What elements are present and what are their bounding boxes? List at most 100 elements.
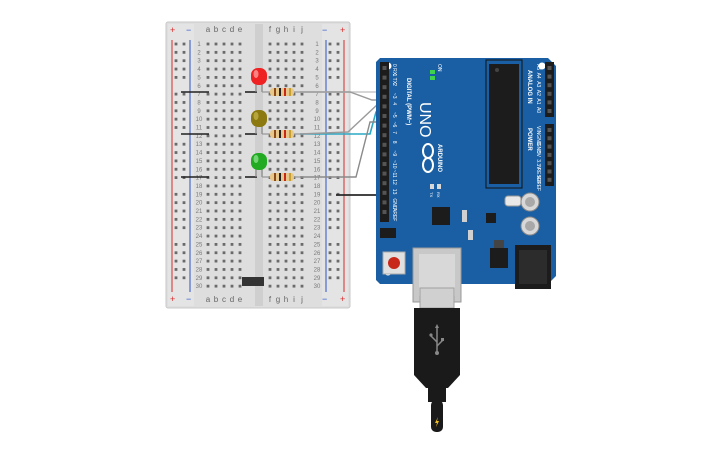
breadboard-hole [214,142,218,146]
breadboard-row-number: 14 [196,151,203,157]
breadboard-row-number: 2 [197,50,201,56]
breadboard-hole [182,67,186,71]
breadboard-hole [222,243,226,246]
breadboard-hole [206,142,210,146]
breadboard-hole [276,259,280,263]
pin-label: 1 TX [391,74,397,85]
breadboard-hole [230,67,234,71]
breadboard-row-number: 30 [314,284,321,290]
breadboard-hole [238,209,242,213]
breadboard-hole [328,243,332,246]
breadboard-hole [230,92,234,96]
breadboard-hole [238,167,242,171]
breadboard-hole [268,226,272,230]
breadboard-row-number: 9 [315,109,319,115]
power-label: POWER [526,128,532,151]
breadboard-hole [276,59,280,63]
breadboard-holes [174,42,340,288]
header-pin[interactable] [382,94,387,99]
breadboard-hole [336,142,340,146]
header-pin[interactable] [382,171,387,176]
breadboard-hole [206,217,210,221]
breadboard-hole [214,201,218,205]
header-pin[interactable] [547,144,552,149]
header-pin[interactable] [382,190,387,195]
arduino-infinity-logo [422,143,434,173]
header-pin[interactable] [547,83,552,88]
breadboard-hole [238,67,242,71]
breadboard-hole [328,268,332,271]
pin-label: 4 [391,102,397,105]
header-pin[interactable] [382,152,387,157]
header-pin[interactable] [382,123,387,128]
pin-label: 8 [391,141,397,144]
breadboard-hole [206,42,210,46]
breadboard-row-number: 20 [314,201,321,207]
breadboard-hole [230,117,234,121]
breadboard-hole [328,109,332,113]
breadboard-row-number: 28 [196,267,203,273]
rx-label: RX [436,192,441,198]
breadboard-hole [222,259,226,263]
header-pin[interactable] [382,162,387,166]
smd-part [462,210,467,222]
breadboard-hole [284,209,288,213]
breadboard-hole [238,284,242,288]
analog-header [545,62,554,117]
header-pin[interactable] [547,177,552,182]
breadboard-hole [284,192,288,196]
header-pin[interactable] [382,104,387,109]
breadboard-hole [206,76,210,79]
pin-label: GND [535,143,541,155]
header-pin[interactable] [382,66,387,70]
header-pin[interactable] [382,75,387,80]
atmega-chip [489,64,519,184]
breadboard-row-number: 25 [314,242,321,248]
breadboard-hole [222,251,226,255]
breadboard-hole [300,217,304,221]
header-pin[interactable] [547,128,552,132]
breadboard-row-number: 27 [314,259,321,265]
breadboard-hole [328,251,332,255]
breadboard-hole [214,167,218,171]
breadboard-hole [268,268,272,271]
breadboard-hole [300,42,304,46]
header-pin[interactable] [547,109,552,113]
header-pin[interactable] [382,114,387,118]
header-pin[interactable] [547,136,552,141]
header-pin[interactable] [382,142,387,147]
header-pin[interactable] [382,210,387,214]
breadboard-hole [336,226,340,230]
breadboard-hole [300,234,304,238]
breadboard-hole [238,201,242,205]
header-pin[interactable] [547,169,552,174]
breadboard-hole [336,159,340,163]
breadboard-hole [336,259,340,263]
breadboard-hole [206,234,210,238]
breadboard-hole [328,117,332,121]
breadboard-hole [206,92,210,96]
header-pin[interactable] [547,152,552,157]
header-pin[interactable] [382,133,387,138]
header-pin[interactable] [547,74,552,79]
breadboard-hole [292,84,296,88]
analog-in-label: ANALOG IN [526,70,532,104]
header-pin[interactable] [382,200,387,205]
breadboard-hole [206,126,210,129]
header-pin[interactable] [547,161,552,166]
breadboard-hole [328,259,332,263]
header-pin[interactable] [547,91,552,96]
header-pin[interactable] [547,100,552,105]
reset-button[interactable] [388,257,400,269]
breadboard-hole [276,226,280,230]
breadboard-row-number: 13 [196,142,203,148]
header-pin[interactable] [547,66,552,70]
breadboard-row-number: 4 [315,67,319,73]
left-rail-minus-bottom: − [186,294,191,304]
header-pin[interactable] [382,181,387,186]
breadboard-hole [174,176,178,179]
breadboard-hole [222,192,226,196]
breadboard-hole [336,201,340,205]
header-pin[interactable] [382,85,387,90]
